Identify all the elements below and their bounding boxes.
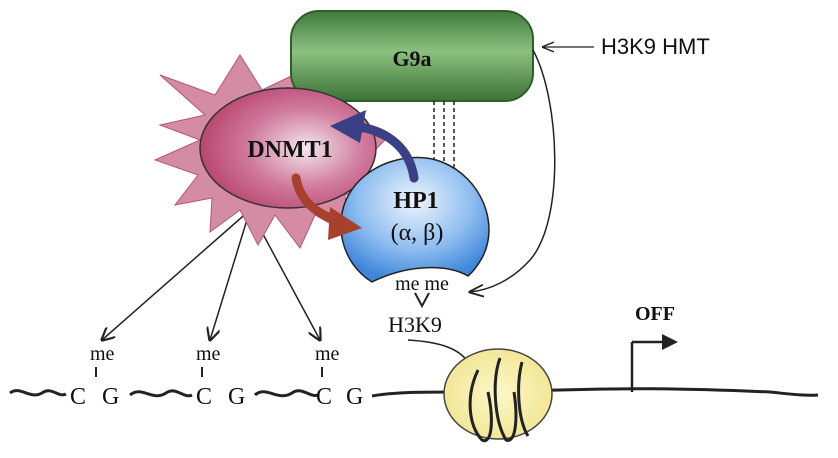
h3k9-hmt-label: H3K9 HMT (601, 34, 710, 59)
hp1-label: HP1 (393, 188, 438, 214)
me-label-3: me (315, 343, 340, 365)
nucleosome-dna-wrap-3 (517, 361, 530, 437)
histone-me-label: me me (395, 273, 449, 295)
hp1-body (340, 156, 490, 283)
nucleosome-dna-wrap-2 (493, 357, 518, 442)
me-v-connector (414, 292, 430, 309)
h3k9-label: H3K9 (388, 312, 442, 337)
me-label-2: me (196, 343, 221, 365)
cpg-site-1: me C G (70, 343, 119, 410)
dna-strand-right (371, 387, 819, 398)
g-label-1: G (102, 384, 119, 410)
g9a-to-h3k9-arrow (470, 49, 556, 292)
me-label-1: me (90, 343, 115, 365)
methylation-arrow-1 (102, 209, 251, 340)
hp1-to-dnmt1-arrowhead (330, 110, 366, 143)
hp1-isoform-label: (α, β) (391, 220, 444, 246)
dna-strand-left (9, 389, 67, 397)
dnmt1-label: DNMT1 (247, 137, 332, 163)
g-label-2: G (228, 384, 245, 410)
c-label-2: C (196, 384, 212, 410)
dnmt1-to-hp1-arrowhead (328, 207, 362, 240)
g9a-label: G9a (392, 46, 431, 71)
off-label: OFF (635, 303, 675, 325)
g-label-3: G (346, 384, 363, 410)
g9a-box (290, 10, 534, 102)
cpg-site-2: me C G (196, 343, 245, 410)
hp1-to-dnmt1-arrow (355, 122, 419, 183)
bent-arrow-icon (630, 334, 678, 392)
dna-strand-segment-1 (129, 389, 193, 398)
nucleosome-dna-wrap-1 (468, 369, 493, 443)
c-label-1: C (70, 384, 86, 410)
methylation-arrow-2 (210, 209, 251, 340)
dna-strand-segment-2 (253, 389, 319, 398)
dnmt1-body (199, 87, 377, 209)
c-label-3: C (316, 384, 332, 410)
cpg-site-3: me C G (315, 343, 363, 410)
